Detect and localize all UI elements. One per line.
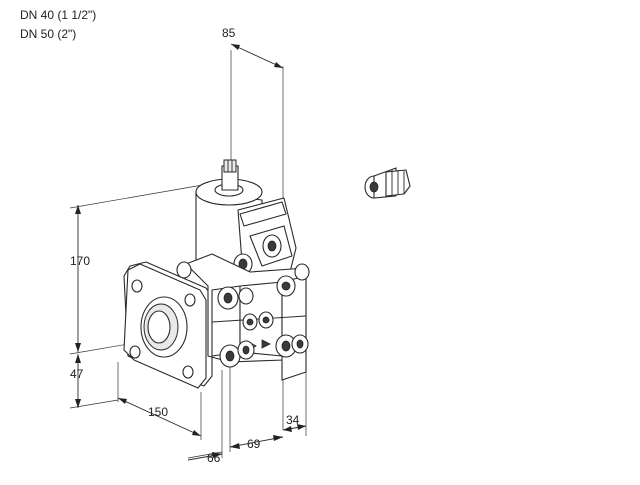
dim-label-170: 170: [70, 254, 90, 268]
inlet-flange: [123, 261, 213, 389]
dim-label-47: 47: [70, 367, 84, 381]
dim-label-34: 34: [286, 413, 300, 427]
dimension-right-offset: 34: [282, 366, 307, 436]
dim-label-85: 85: [222, 26, 236, 40]
dimension-left-offset: 66: [187, 370, 223, 465]
dim-label-150: 150: [148, 405, 168, 419]
dimension-flange-depth: 150: [117, 362, 202, 440]
size-label-dn50: DN 50 (2"): [20, 27, 77, 41]
dim-label-66: 66: [207, 451, 221, 465]
dimension-height-bottom: 47: [69, 354, 119, 409]
size-label-dn40: DN 40 (1 1/2"): [20, 8, 97, 22]
dim-label-69: 69: [247, 437, 261, 451]
dimension-body-width: 69: [229, 365, 284, 452]
cable-gland: [364, 167, 411, 199]
valve-body: [176, 253, 310, 381]
dimension-height-total: 170: [69, 181, 221, 355]
electrical-connector: [233, 197, 297, 283]
